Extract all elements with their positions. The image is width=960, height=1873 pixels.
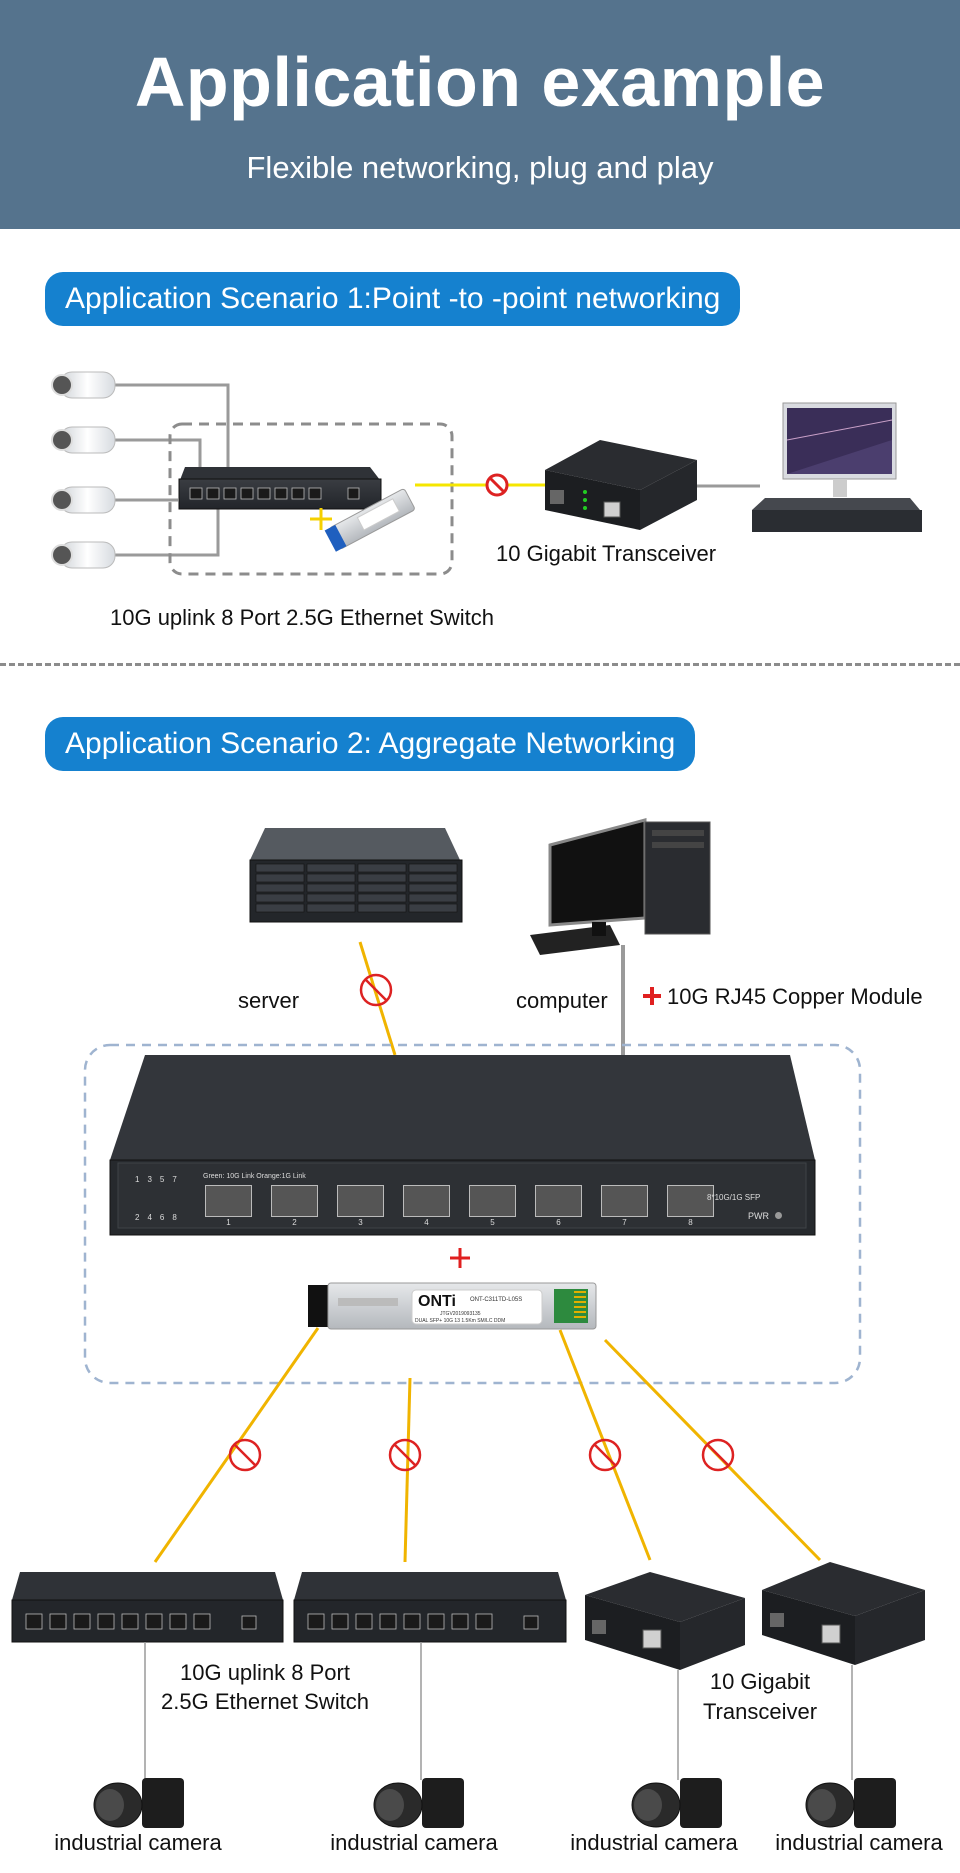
s2-copper-plus-icon: [643, 987, 661, 1005]
s1-ip-camera-3: [51, 486, 116, 514]
bottom-switch-label-line2: 2.5G Ethernet Switch: [161, 1689, 369, 1714]
led-label: 4: [147, 1213, 160, 1222]
led-label: 7: [172, 1175, 185, 1184]
computer-label: computer: [516, 988, 608, 1013]
sfp-port: [337, 1185, 384, 1217]
s1-fiber-no-sign-icon: [485, 473, 509, 497]
led-label: 2: [135, 1213, 148, 1222]
sfp-port: [535, 1185, 582, 1217]
s2-no-sign-icons: [228, 1438, 735, 1472]
camera-label-4: industrial camera: [775, 1830, 943, 1855]
sfp-port: [601, 1185, 648, 1217]
page-title: Application example: [134, 43, 826, 121]
no-sign-icon: [588, 1438, 622, 1472]
s1-sfp-module: [324, 488, 415, 552]
main-switch-legend: Green: 10G Link Orange:1G Link: [203, 1173, 306, 1180]
sfp-model: ONT-C311TD-L05S: [470, 1297, 523, 1303]
power-led: [775, 1212, 782, 1219]
page-subtitle: Flexible networking, plug and play: [246, 150, 714, 185]
s1-transceiver-label: 10 Gigabit Transceiver: [496, 541, 717, 566]
led-label: 1: [135, 1175, 148, 1184]
sfp-serial: JTGV2019093135: [440, 1311, 481, 1317]
s1-plus-icon: [310, 508, 332, 530]
camera-label-2: industrial camera: [330, 1830, 498, 1855]
s2-industrial-camera-2: [373, 1778, 464, 1828]
s2-plus-icon: [450, 1248, 470, 1268]
no-sign-icon: [701, 1438, 735, 1472]
main-switch-port-type: 8*10G/1G SFP: [707, 1193, 761, 1202]
port-number: 1: [226, 1218, 231, 1227]
main-switch-sfp-ports: [205, 1185, 714, 1217]
sfp-port: [403, 1185, 450, 1217]
s1-laptop-nvr: [752, 402, 922, 532]
sfp-brand: ONTi: [418, 1293, 456, 1310]
header-banner: [0, 0, 960, 229]
s2-bottom-switch-1: [11, 1572, 284, 1643]
led-bottom-labels: 2468: [135, 1213, 195, 1222]
bottom-switch-label-line1: 10G uplink 8 Port: [180, 1660, 350, 1685]
s2-computer: [530, 818, 711, 955]
s2-media-converter-1: [585, 1572, 745, 1670]
s2-server-no-sign-icon: [359, 973, 393, 1007]
port-number: 5: [490, 1218, 495, 1227]
copper-module-label: 10G RJ45 Copper Module: [667, 984, 923, 1009]
s2-sfp-module: [308, 1282, 597, 1330]
no-sign-icon: [388, 1438, 422, 1472]
main-switch-port-numbers: 1 2 3 4 5 6 7 8: [205, 1218, 714, 1227]
s2-server: [249, 828, 463, 923]
s1-camera-cables: [115, 383, 230, 557]
led-top-labels: 1357: [135, 1175, 195, 1184]
s2-camera-cables: [144, 1642, 853, 1780]
port-number: 7: [622, 1218, 627, 1227]
sfp-port: [271, 1185, 318, 1217]
s2-industrial-camera-1: [93, 1778, 184, 1828]
section-divider: [0, 663, 960, 666]
s1-ip-camera-4: [51, 541, 116, 569]
s1-ethernet-switch: [178, 467, 382, 510]
port-number: 8: [688, 1218, 693, 1227]
camera-label-3: industrial camera: [570, 1830, 738, 1855]
led-label: 8: [172, 1213, 185, 1222]
s2-industrial-camera-4: [805, 1778, 896, 1828]
bottom-transceiver-label: 10 Gigabit Transceiver: [680, 1667, 840, 1727]
sfp-description: DUAL SFP+ 10G 13 1.5Km SM/LC DDM: [415, 1318, 506, 1324]
scenario1-heading: Application Scenario 1:Point -to -point …: [45, 272, 741, 326]
sfp-port: [667, 1185, 714, 1217]
s2-media-converter-2: [762, 1562, 925, 1665]
bottom-switch-label: 10G uplink 8 Port 2.5G Ethernet Switch: [140, 1658, 390, 1716]
s2-industrial-camera-3: [631, 1778, 722, 1828]
s2-server-fiber: [358, 941, 397, 1056]
led-label: 3: [147, 1175, 160, 1184]
scenario2-heading: Application Scenario 2: Aggregate Networ…: [45, 717, 696, 771]
port-number: 6: [556, 1218, 561, 1227]
server-label: server: [238, 988, 300, 1013]
s2-bottom-switch-2: [293, 1572, 567, 1643]
s1-ip-camera-2: [51, 426, 116, 454]
bottom-transceiver-label-line2: Transceiver: [702, 1699, 818, 1724]
s1-media-converter: [545, 440, 697, 530]
led-label: 5: [159, 1175, 173, 1184]
s1-ip-camera-1: [51, 371, 116, 399]
main-switch-power-label: PWR: [748, 1211, 769, 1221]
no-sign-icon: [228, 1438, 262, 1472]
fiber-3: [558, 1329, 652, 1561]
camera-label-1: industrial camera: [54, 1830, 222, 1855]
port-number: 2: [292, 1218, 297, 1227]
bottom-transceiver-label-line1: 10 Gigabit: [709, 1669, 811, 1694]
port-number: 4: [424, 1218, 429, 1227]
sfp-port: [205, 1185, 252, 1217]
led-label: 6: [159, 1213, 173, 1222]
s1-switch-label: 10G uplink 8 Port 2.5G Ethernet Switch: [110, 605, 494, 630]
sfp-port: [469, 1185, 516, 1217]
port-number: 3: [358, 1218, 363, 1227]
s1-switch-group-box: [168, 422, 454, 576]
